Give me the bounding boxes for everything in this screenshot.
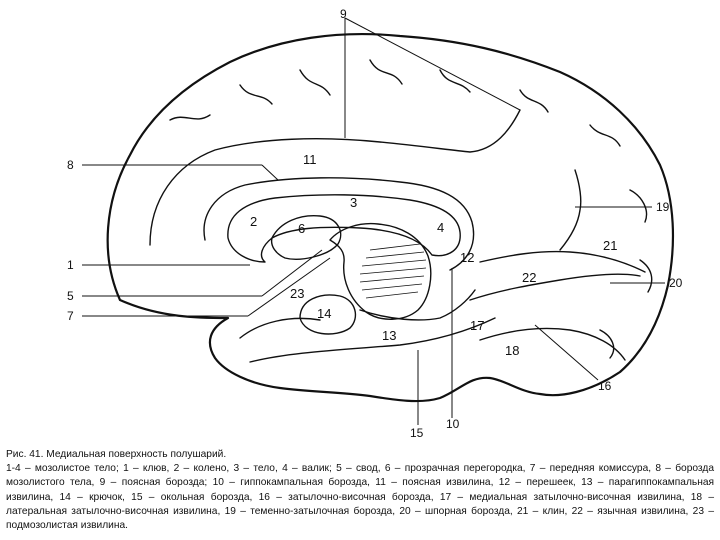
parahippocampal-gyrus xyxy=(239,289,496,363)
label-4: 4 xyxy=(437,220,444,235)
label-17: 17 xyxy=(470,318,484,333)
fornix xyxy=(329,222,432,320)
label-7: 7 xyxy=(67,309,74,323)
label-1: 1 xyxy=(67,258,74,272)
hemisphere-outline xyxy=(106,32,675,403)
label-22: 22 xyxy=(522,270,536,285)
caption-title: Рис. 41. Медиальная поверхность полушари… xyxy=(6,449,227,460)
callosal-sulcus xyxy=(203,177,475,271)
gyri-detail-top xyxy=(169,59,653,359)
label-14: 14 xyxy=(317,306,331,321)
label-8: 8 xyxy=(67,158,74,172)
label-12: 12 xyxy=(460,250,474,265)
corpus-callosum xyxy=(227,194,461,263)
label-23: 23 xyxy=(290,286,304,301)
septum-pellucidum xyxy=(270,215,342,260)
label-13: 13 xyxy=(382,328,396,343)
uncus xyxy=(299,294,357,335)
leader-lines xyxy=(82,17,665,425)
label-16: 16 xyxy=(598,379,612,393)
label-19: 19 xyxy=(656,200,670,214)
label-15: 15 xyxy=(410,426,424,440)
collateral-sulcus xyxy=(469,273,641,301)
label-2: 2 xyxy=(250,214,257,229)
caption-text: 1-4 – мозолистое тело; 1 – клюв, 2 – кол… xyxy=(6,463,714,532)
label-10: 10 xyxy=(446,417,460,431)
label-9: 9 xyxy=(340,7,347,21)
figure-caption: Рис. 41. Медиальная поверхность полушари… xyxy=(6,448,714,533)
label-11: 11 xyxy=(303,152,317,167)
parietooccipital-sulcus xyxy=(559,169,582,251)
label-5: 5 xyxy=(67,289,74,303)
label-3: 3 xyxy=(350,195,357,210)
label-20: 20 xyxy=(669,276,683,290)
occipitotemporal-sulcus xyxy=(479,327,626,361)
label-21: 21 xyxy=(603,238,617,253)
label-18: 18 xyxy=(505,343,519,358)
thalamus-hatching xyxy=(359,243,427,299)
calcarine-sulcus xyxy=(479,250,646,273)
label-6: 6 xyxy=(298,221,305,236)
brain-medial-surface-diagram: 9 8 1 5 7 19 20 16 10 15 11 2 3 4 6 12 2… xyxy=(67,7,683,440)
cingulate-sulcus xyxy=(149,109,521,246)
